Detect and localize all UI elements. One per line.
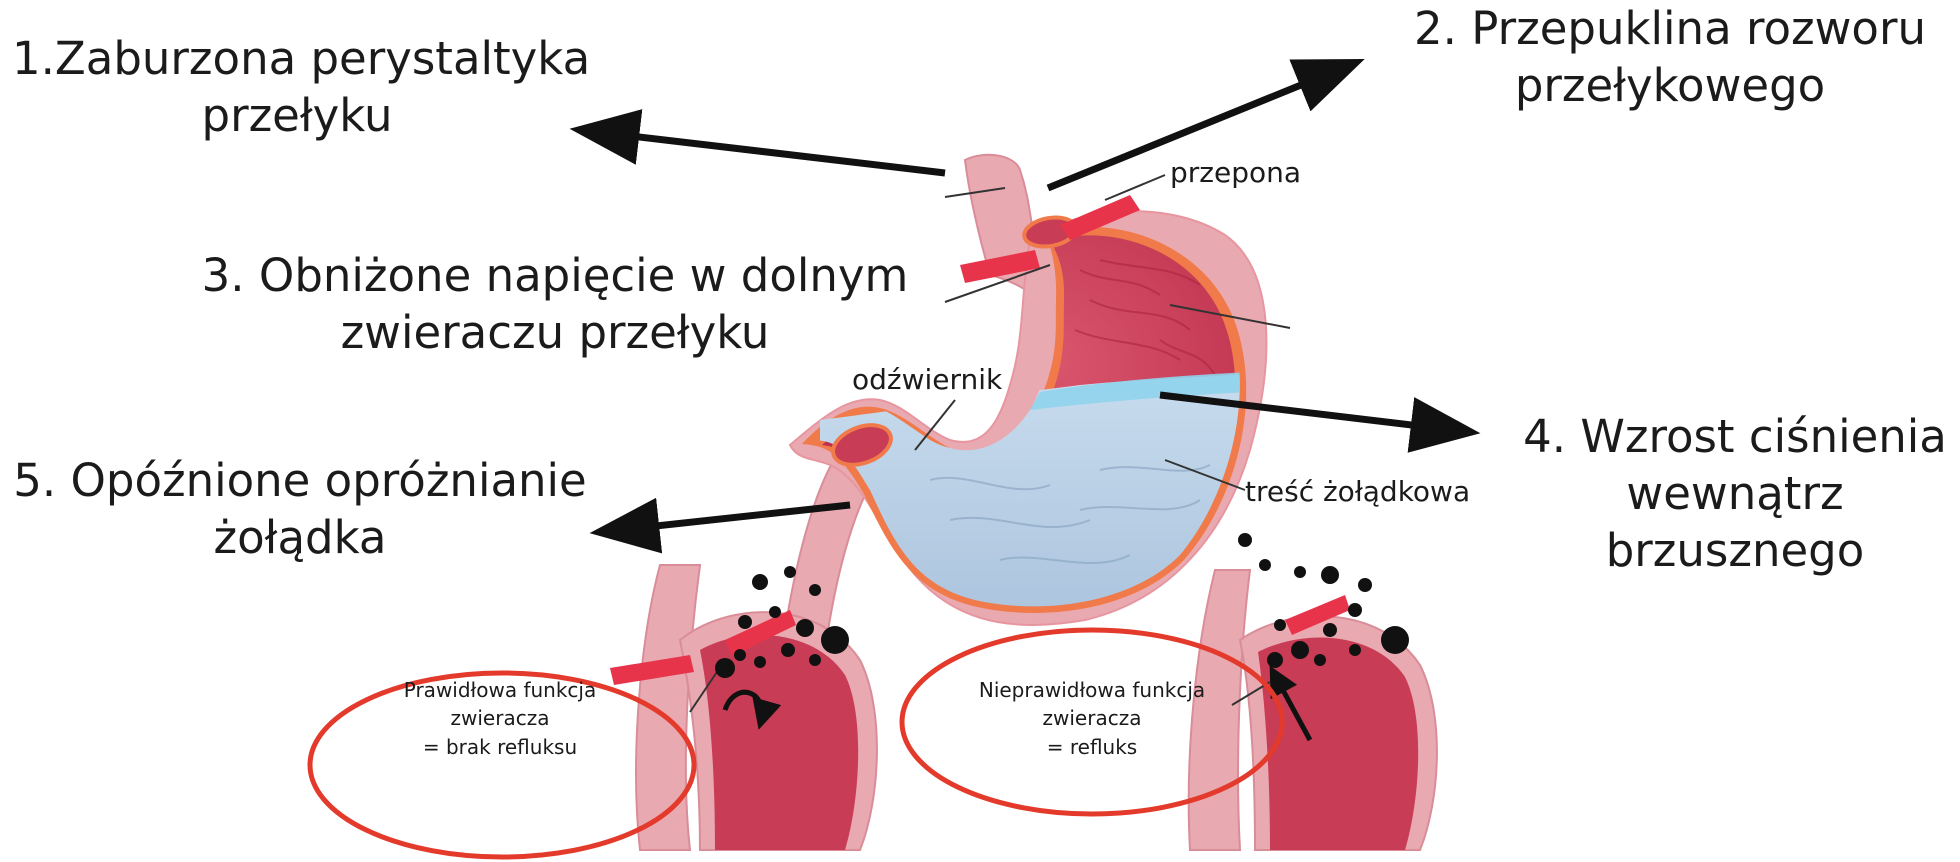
inset-abnormal-text: Nieprawidłowa funkcja zwieracza = refluk… xyxy=(932,676,1252,761)
pylorus-label: odźwiernik xyxy=(852,362,1002,398)
cause2-label: 2. Przepuklina rozworu przełykowego xyxy=(1410,0,1930,114)
cause1-line2: przełyku xyxy=(12,87,582,144)
cause2-line1: 2. Przepuklina rozworu xyxy=(1410,0,1930,57)
gastric-content xyxy=(820,372,1260,640)
inset-normal-line2: zwieracza xyxy=(345,704,655,732)
cause3-line2: zwieraczu przełyku xyxy=(200,304,910,361)
arrow-cause1 xyxy=(580,130,945,173)
diaphragm-label: przepona xyxy=(1170,155,1301,191)
cause2-line2: przełykowego xyxy=(1410,57,1930,114)
inset-normal-text: Prawidłowa funkcja zwieracza = brak refl… xyxy=(345,676,655,761)
cause4-line1: 4. Wzrost ciśnienia xyxy=(1515,408,1955,465)
cause5-line1: 5. Opóźnione opróżnianie xyxy=(5,452,595,509)
cause1-line1: 1.Zaburzona perystaltyka xyxy=(12,30,582,87)
cause5-label: 5. Opóźnione opróżnianie żołądka xyxy=(5,452,595,566)
cause3-line1: 3. Obniżone napięcie w dolnym xyxy=(200,247,910,304)
cause5-line2: żołądka xyxy=(5,509,595,566)
inset-abnormal-line1: Nieprawidłowa funkcja xyxy=(932,676,1252,704)
inset-normal-line3: = brak refluksu xyxy=(345,733,655,761)
cause4-line3: brzusznego xyxy=(1515,522,1955,579)
cause1-label: 1.Zaburzona perystaltyka przełyku xyxy=(12,30,582,144)
cause4-label: 4. Wzrost ciśnienia wewnątrz brzusznego xyxy=(1515,408,1955,579)
cause4-line2: wewnątrz xyxy=(1515,465,1955,522)
cause3-label: 3. Obniżone napięcie w dolnym zwieraczu … xyxy=(200,247,910,361)
inset-abnormal-line3: = refluks xyxy=(932,733,1252,761)
inset-normal-line1: Prawidłowa funkcja xyxy=(345,676,655,704)
inset-abnormal-line2: zwieracza xyxy=(932,704,1252,732)
gastric-content-label: treść żołądkowa xyxy=(1245,474,1470,510)
